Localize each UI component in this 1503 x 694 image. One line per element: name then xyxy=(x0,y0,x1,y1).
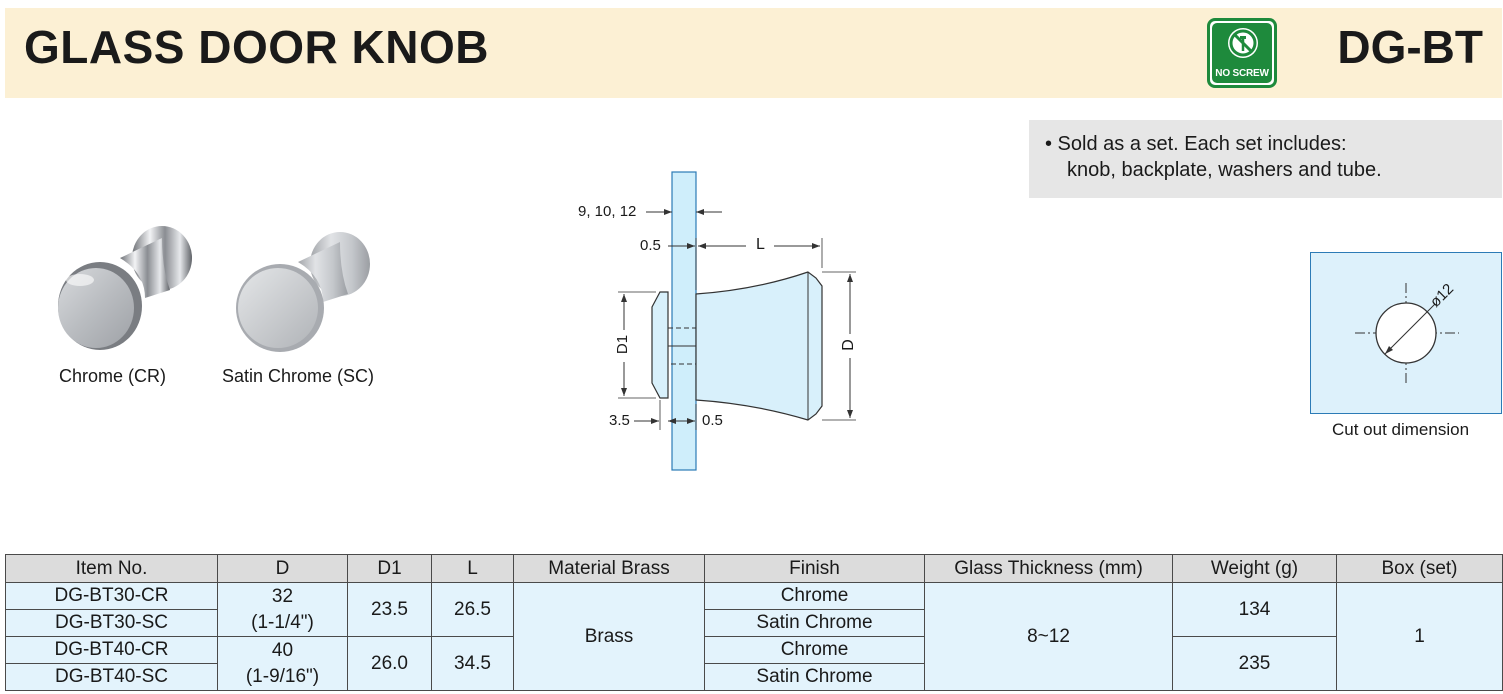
note-line-1: • Sold as a set. Each set includes: xyxy=(1045,133,1347,155)
d1-cell: 23.5 xyxy=(347,582,432,637)
cutout-hole-icon xyxy=(1355,283,1459,383)
chrome-caption: Chrome (CR) xyxy=(59,366,167,386)
header-d: D xyxy=(217,554,348,583)
backplate xyxy=(651,291,669,399)
gap-bottom-label: 0.5 xyxy=(702,412,723,429)
header-d1: D1 xyxy=(347,554,432,583)
glass-panel xyxy=(671,171,697,471)
finish-cell: Chrome xyxy=(704,636,925,664)
spec-table: Item No. D D1 L Material Brass Finish Gl… xyxy=(5,554,1503,691)
length-label: L xyxy=(756,236,765,253)
header-box: Box (set) xyxy=(1336,554,1503,583)
d1-label: D1 xyxy=(614,334,632,355)
header-finish: Finish xyxy=(704,554,925,583)
box-cell: 1 xyxy=(1336,582,1503,691)
item-no-cell: DG-BT40-SC xyxy=(5,663,218,691)
l-cell: 34.5 xyxy=(431,636,514,691)
d-cell: 32 (1-1/4") xyxy=(217,582,348,637)
d-mm: 32 xyxy=(271,585,294,607)
technical-drawing xyxy=(618,171,856,471)
d-inch: (1-9/16") xyxy=(245,665,320,687)
header-weight: Weight (g) xyxy=(1172,554,1337,583)
finish-cell: Chrome xyxy=(704,582,925,610)
badge-label: NO SCREW xyxy=(1215,68,1269,79)
model-code: DG-BT xyxy=(1337,21,1483,73)
header-l: L xyxy=(431,554,514,583)
finish-cell: Satin Chrome xyxy=(704,663,925,691)
d-cell: 40 (1-9/16") xyxy=(217,636,348,691)
finish-cell: Satin Chrome xyxy=(704,609,925,637)
d-inch: (1-1/4") xyxy=(251,611,314,633)
gap-top-label: 0.5 xyxy=(640,237,661,254)
d-mm: 40 xyxy=(271,639,294,661)
satin-chrome-knob-image xyxy=(236,232,370,352)
header-glass-thickness: Glass Thickness (mm) xyxy=(924,554,1173,583)
chrome-knob-image xyxy=(58,226,192,350)
d-label: D xyxy=(839,339,857,351)
weight-cell: 134 xyxy=(1172,582,1337,637)
cutout-caption: Cut out dimension xyxy=(1332,420,1470,439)
header-item-no: Item No. xyxy=(5,554,218,583)
knob-profile xyxy=(695,271,823,421)
note-line-2: knob, backplate, washers and tube. xyxy=(1067,159,1382,181)
l-cell: 26.5 xyxy=(431,582,514,637)
glass-thickness-cell: 8~12 xyxy=(924,582,1173,691)
weight-cell: 235 xyxy=(1172,636,1337,691)
table-row: DG-BT40-SC Satin Chrome xyxy=(5,663,1503,691)
backplate-label: 3.5 xyxy=(609,412,630,429)
item-no-cell: DG-BT30-SC xyxy=(5,609,218,637)
item-no-cell: DG-BT30-CR xyxy=(5,582,218,610)
table-row: DG-BT30-SC Satin Chrome xyxy=(5,609,1503,637)
d1-cell: 26.0 xyxy=(347,636,432,691)
header-material: Material Brass xyxy=(513,554,705,583)
set-contents-note: • Sold as a set. Each set includes: knob… xyxy=(1029,120,1502,198)
no-screw-icon xyxy=(1228,28,1258,58)
item-no-cell: DG-BT40-CR xyxy=(5,636,218,664)
table-row: DG-BT30-CR 32 (1-1/4") 23.5 26.5 Brass C… xyxy=(5,582,1503,691)
table-row: DG-BT40-CR 40 (1-9/16") 26.0 34.5 Chrome… xyxy=(5,636,1503,691)
page-title: GLASS DOOR KNOB xyxy=(24,21,489,73)
cutout-diagram: ø12 xyxy=(1310,252,1502,414)
satin-chrome-caption: Satin Chrome (SC) xyxy=(222,366,375,386)
table-header-row: Item No. D D1 L Material Brass Finish Gl… xyxy=(5,554,1503,583)
glass-thickness-label: 9, 10, 12 xyxy=(578,203,637,220)
no-screw-badge: NO SCREW xyxy=(1207,18,1277,88)
material-cell: Brass xyxy=(513,582,705,691)
